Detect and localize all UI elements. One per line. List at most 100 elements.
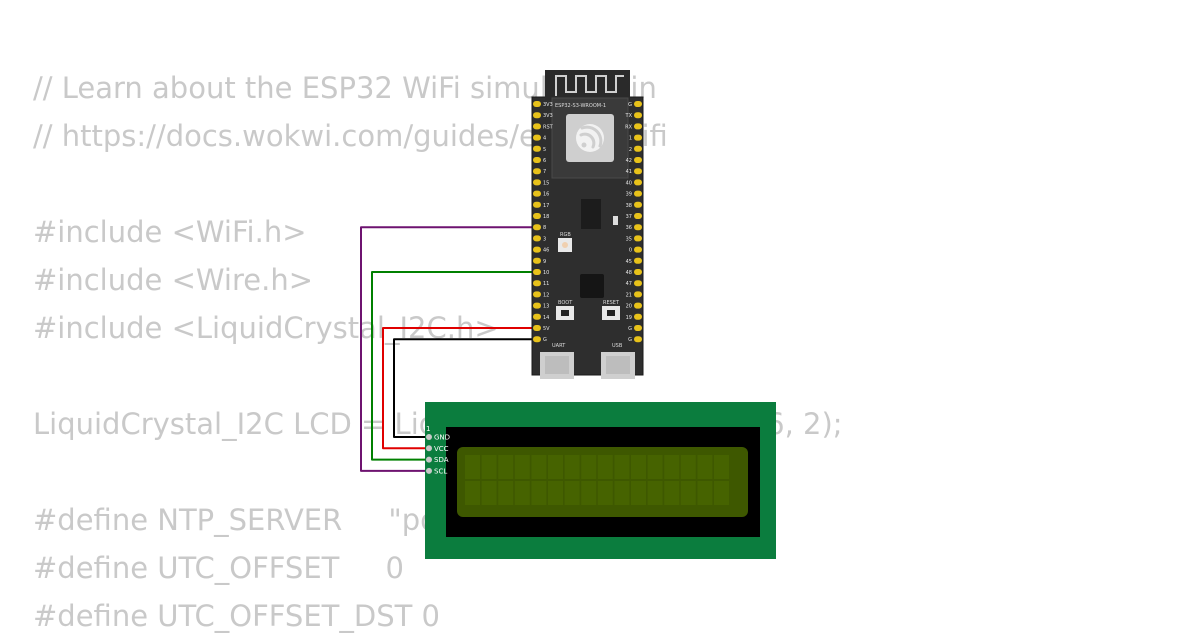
lcd-pin-label: SCL	[434, 467, 447, 475]
pin-right-35[interactable]	[634, 235, 642, 242]
pin-label: 38	[626, 203, 632, 209]
lcd-char-cell	[714, 455, 729, 479]
lcd-character-grid	[465, 455, 729, 505]
pin-label: 36	[626, 225, 632, 231]
pin-right-48[interactable]	[634, 269, 642, 275]
wire-layer	[360, 226, 537, 472]
pin-left-RST[interactable]	[533, 123, 541, 130]
lcd-pin-scl[interactable]	[426, 467, 432, 474]
pin-right-G[interactable]	[634, 325, 642, 331]
pin-left-4[interactable]	[533, 134, 541, 141]
lcd-char-cell	[531, 481, 547, 505]
lcd-char-cell	[680, 455, 696, 479]
pin-left-3[interactable]	[533, 235, 541, 242]
wire-vcc[interactable]	[382, 327, 537, 450]
pin-right-1[interactable]	[634, 134, 642, 141]
pin-left-7[interactable]	[533, 168, 541, 175]
esp32-s3-devkit[interactable]: ESP32-S3-WROOM-1 RGB BOOT RESET UART USB…	[531, 70, 644, 379]
lcd-char-cell	[498, 455, 514, 479]
pin-left-10[interactable]	[533, 269, 541, 275]
pin-left-12[interactable]	[533, 291, 541, 298]
lcd-char-cell	[597, 481, 613, 505]
pin-label: 5	[543, 147, 546, 153]
pin-label: 18	[543, 214, 549, 220]
pin-label: 47	[626, 281, 632, 287]
pin-right-G[interactable]	[634, 101, 642, 107]
rgb-led-dot	[562, 242, 568, 248]
pin-right-41[interactable]	[634, 168, 642, 175]
pin-label: 3V3	[543, 102, 553, 108]
usb-uart-chip	[581, 199, 601, 229]
pin-label: 40	[626, 180, 632, 186]
pin-left-5[interactable]	[533, 145, 541, 152]
pin-left-17[interactable]	[533, 201, 541, 208]
pin-label: 48	[626, 270, 632, 276]
boot-label: BOOT	[558, 300, 573, 306]
lcd-pin-sda[interactable]	[426, 456, 432, 463]
pin-label: 6	[543, 158, 546, 164]
code-line: #define UTC_OFFSET 0	[33, 551, 404, 585]
lcd-pin1-label: 1	[426, 425, 430, 433]
pin-right-40[interactable]	[634, 179, 642, 186]
pin-left-13[interactable]	[533, 302, 541, 309]
lcd-char-cell	[647, 481, 663, 505]
pin-left-3V3[interactable]	[533, 112, 541, 119]
lcd-pin-label: SDA	[434, 456, 449, 464]
lcd-char-cell	[564, 455, 580, 479]
pin-left-G[interactable]	[533, 336, 541, 343]
wire-sda[interactable]	[371, 271, 537, 461]
pin-right-47[interactable]	[634, 280, 642, 287]
pin-label: 0	[629, 248, 632, 254]
lcd-char-cell	[664, 455, 680, 479]
pin-label: 11	[543, 281, 549, 287]
pin-left-15[interactable]	[533, 179, 541, 186]
pin-label: 5V	[543, 326, 550, 332]
pin-label: TX	[625, 113, 633, 119]
pin-right-42[interactable]	[634, 157, 642, 163]
lcd-pin-gnd[interactable]	[426, 434, 432, 440]
pin-left-3V3[interactable]	[533, 101, 541, 107]
pin-right-38[interactable]	[634, 201, 642, 208]
pin-right-37[interactable]	[634, 213, 642, 219]
pin-right-0[interactable]	[634, 246, 642, 253]
lcd-char-cell	[514, 481, 530, 505]
lcd-char-cell	[514, 455, 530, 479]
pin-right-G[interactable]	[634, 336, 642, 343]
lcd-char-cell	[548, 481, 563, 505]
pin-left-8[interactable]	[533, 224, 541, 231]
pin-left-16[interactable]	[533, 190, 541, 197]
lcd-char-cell	[564, 481, 580, 505]
pin-left-18[interactable]	[533, 213, 541, 219]
wire-gnd[interactable]	[393, 338, 537, 438]
pin-label: G	[628, 337, 632, 343]
pin-right-RX[interactable]	[634, 123, 642, 130]
lcd-pin-vcc[interactable]	[426, 445, 432, 452]
pin-right-21[interactable]	[634, 291, 642, 298]
pin-right-TX[interactable]	[634, 112, 642, 119]
pin-label: 10	[543, 270, 549, 276]
pin-left-11[interactable]	[533, 280, 541, 287]
wire-scl[interactable]	[360, 226, 537, 472]
uart-usb-port-inner	[545, 356, 569, 374]
pin-right-36[interactable]	[634, 224, 642, 231]
pin-left-9[interactable]	[533, 257, 541, 264]
code-line: #include <Wire.h>	[33, 263, 314, 297]
pin-left-6[interactable]	[533, 157, 541, 163]
regulator-chip	[580, 274, 604, 298]
pin-label: G	[543, 337, 547, 343]
pin-left-5V[interactable]	[533, 325, 541, 331]
pin-label: 35	[626, 236, 632, 242]
pin-left-14[interactable]	[533, 313, 541, 320]
pin-right-20[interactable]	[634, 302, 642, 309]
pin-right-39[interactable]	[634, 190, 642, 197]
pin-right-2[interactable]	[634, 145, 642, 152]
usb-label: USB	[612, 343, 623, 349]
pin-label: 21	[626, 292, 632, 298]
pin-right-19[interactable]	[634, 313, 642, 320]
lcd-char-cell	[631, 481, 646, 505]
pin-right-45[interactable]	[634, 257, 642, 264]
lcd-char-cell	[481, 481, 497, 505]
pin-left-46[interactable]	[533, 246, 541, 253]
